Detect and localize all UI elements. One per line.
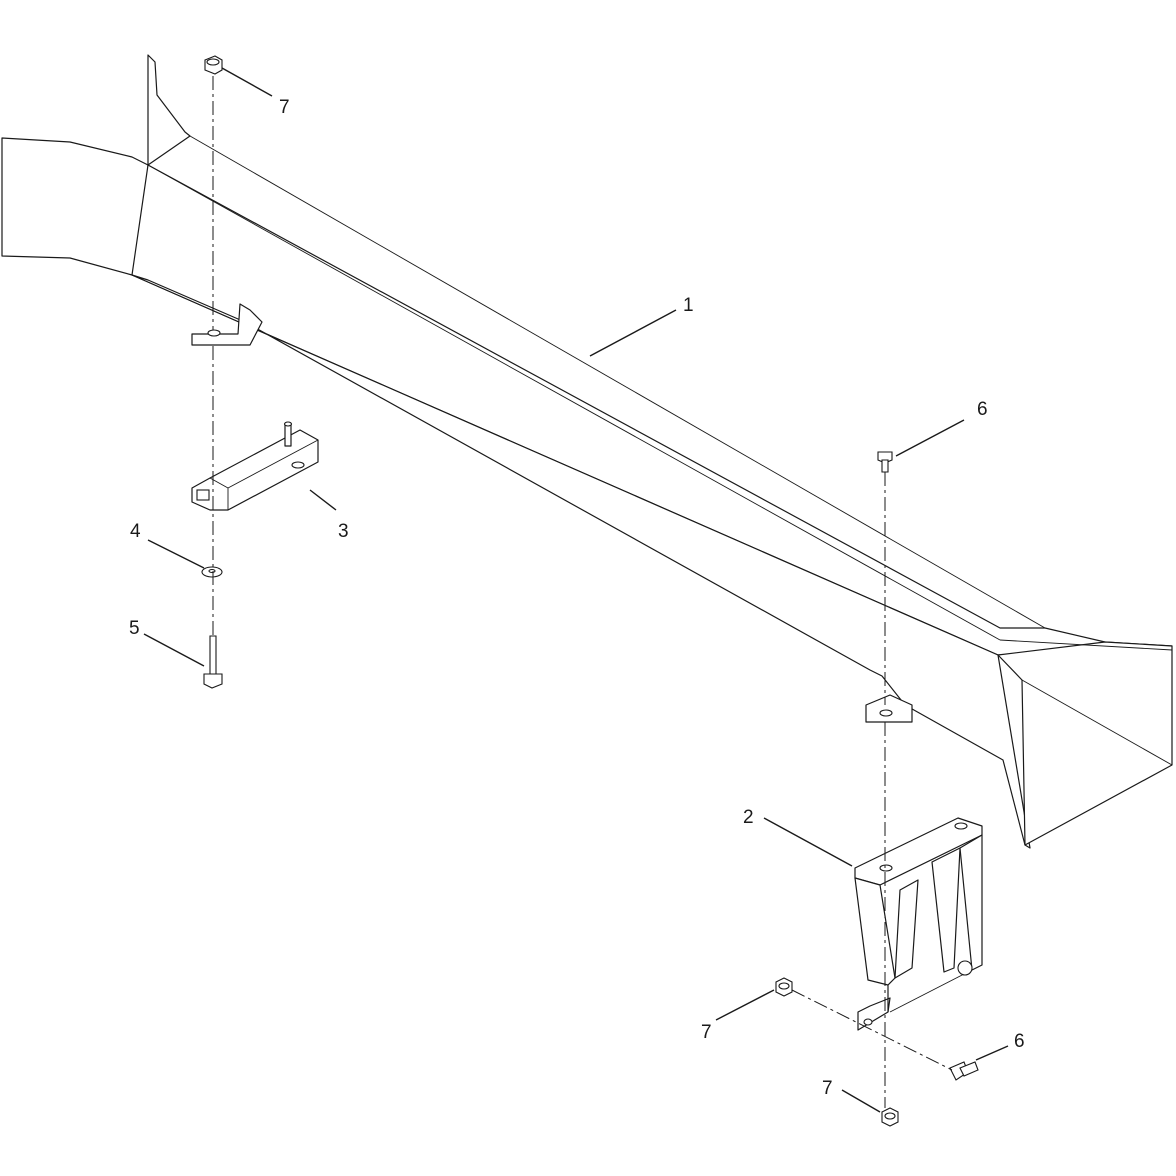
washer [201,566,223,578]
flange-nut-top [204,55,223,75]
callouts: 7 1 3 4 5 6 2 7 6 7 [129,97,1025,1099]
callout-7-left: 7 [701,1022,712,1043]
callout-6-top: 6 [977,399,988,420]
callout-5: 5 [129,618,140,639]
bolt-short-top [877,451,893,473]
callout-4: 4 [130,521,141,542]
callout-2: 2 [743,807,754,828]
part-2-hanger-bracket [854,817,983,1031]
part-1-chute [1,54,1173,849]
flange-nut-left [775,977,793,997]
assembly-centerlines [212,76,953,1108]
hardware [201,55,979,1127]
bolt-long [203,635,223,689]
callout-7-top: 7 [279,97,290,118]
callout-6-bottom: 6 [1014,1031,1025,1052]
leader-lines [143,67,1009,1113]
part-3-tube-bracket [191,421,319,511]
bolt-short-bottom [949,1061,979,1081]
callout-7-bottom: 7 [822,1078,833,1099]
flange-nut-bottom [881,1107,899,1127]
callout-1: 1 [683,295,694,316]
callout-3: 3 [338,521,349,542]
